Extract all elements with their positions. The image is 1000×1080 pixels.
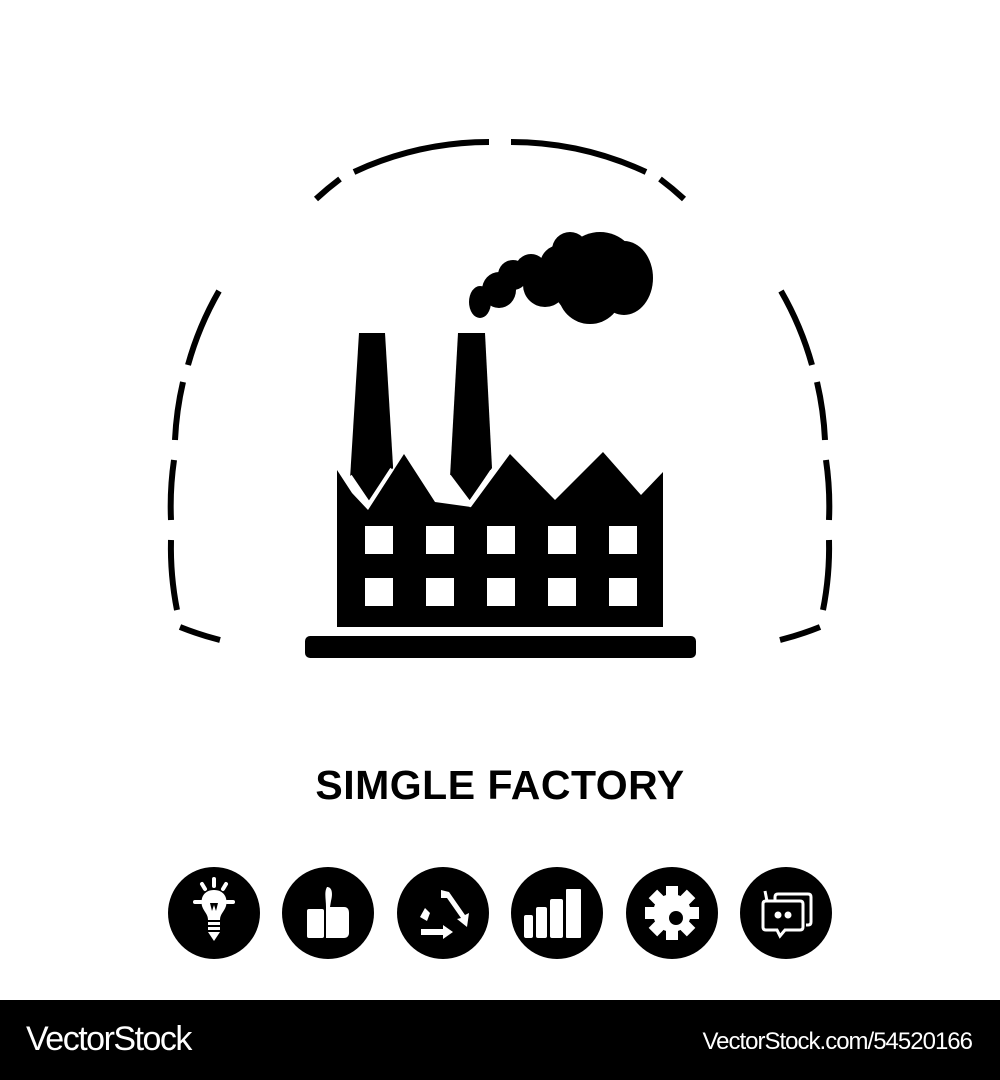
footer-bar: VectorStock VectorStock.com/54520166 (0, 1000, 1000, 1080)
dashed-circle-arc (167, 139, 833, 643)
page-title: SIMGLE FACTORY (315, 762, 685, 808)
thumbs-up-icon (282, 867, 374, 959)
recycle-arrows-icon (397, 867, 489, 959)
image-id: VectorStock.com/54520166 (702, 1028, 973, 1055)
feature-icon-row (168, 867, 832, 959)
lightbulb-icon (168, 867, 260, 959)
signal-bars-icon (511, 867, 603, 959)
chimneys (350, 333, 492, 505)
factory-base (305, 636, 696, 658)
chat-bubbles-icon (740, 867, 832, 959)
gear-icon (626, 867, 718, 959)
factory-icon (167, 139, 833, 658)
smoke-cloud-icon (469, 232, 653, 324)
factory-illustration (167, 139, 833, 658)
windows (365, 526, 637, 606)
brand-logo: VectorStock (26, 1020, 192, 1058)
